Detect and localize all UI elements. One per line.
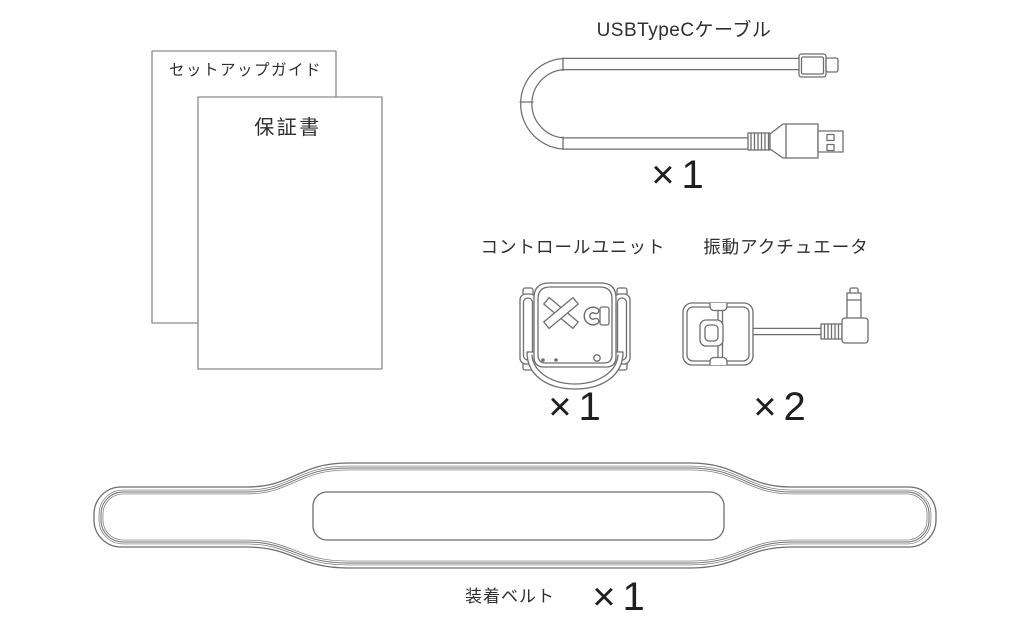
charge-contacts (541, 358, 558, 362)
warranty-label: 保証書 (254, 117, 322, 139)
indicator-led (593, 354, 601, 362)
strap-hook (583, 306, 610, 326)
belt-outer-outline (93, 462, 937, 569)
usb-a-shield (817, 130, 844, 153)
control-unit-quantity: ×1 (548, 385, 608, 429)
belt-illustration (93, 462, 937, 569)
plug-strain-relief (820, 323, 845, 340)
vibration-actuator-illustration (682, 287, 869, 366)
control-unit-illustration (519, 282, 631, 390)
belt-quantity: ×1 (592, 575, 652, 619)
setup-guide-label: セットアップガイド (169, 62, 323, 79)
usb-cable-quantity: ×1 (651, 153, 711, 197)
control-unit-side-clips (519, 287, 631, 371)
belt-label: 装着ベルト (465, 587, 555, 606)
usb-cable-illustration (519, 53, 844, 159)
actuator-window (699, 319, 724, 347)
actuator-body (682, 302, 754, 366)
warranty-paper (197, 96, 383, 370)
vibration-actuator-quantity: ×2 (753, 385, 813, 429)
vibration-actuator-label: 振動アクチュエータ (703, 237, 869, 257)
usb-a-overmold (769, 123, 819, 159)
documents-illustration (151, 50, 383, 370)
x-logo (543, 296, 579, 330)
control-unit-label: コントロールユニット (480, 237, 666, 257)
usb-cable-label: USBTypeCケーブル (596, 20, 772, 41)
strain-relief-ribs (750, 132, 770, 151)
usb-a-connector (747, 123, 844, 159)
belt-center-pad (312, 491, 725, 541)
cable-tube-fill (521, 59, 804, 149)
usb-c-connector (798, 53, 839, 78)
right-angle-plug (841, 287, 869, 344)
cable-segment-ticks (519, 57, 564, 151)
cable-tube-outline (520, 57, 806, 150)
belt-stitch-band (98, 465, 932, 566)
